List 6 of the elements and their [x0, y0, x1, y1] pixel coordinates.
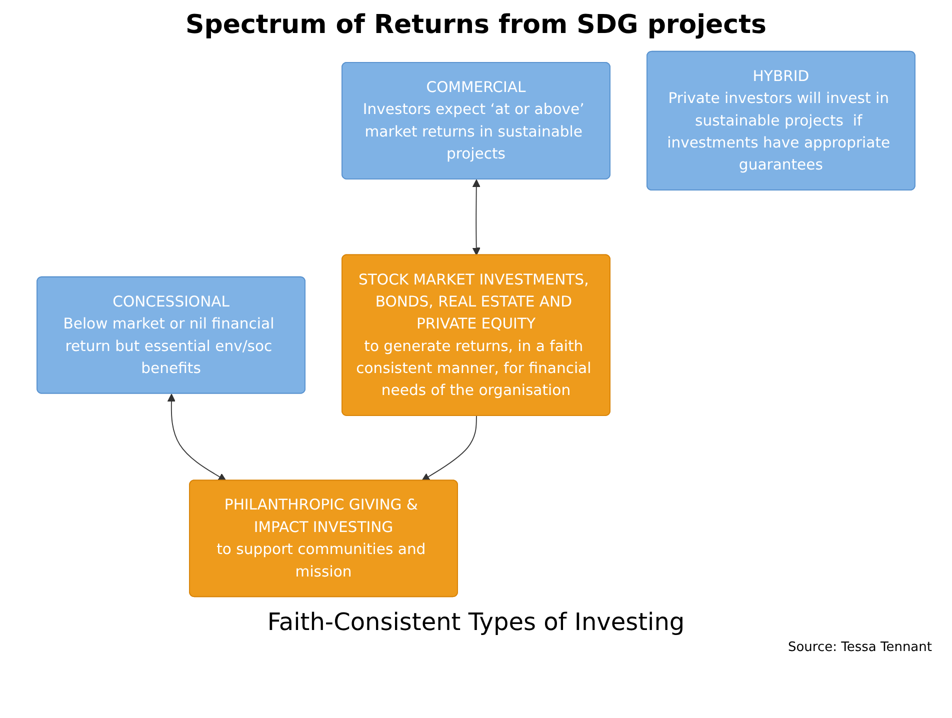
- diagram-title: Spectrum of Returns from SDG projects: [184, 10, 768, 40]
- arrow: [167, 394, 226, 481]
- arrow: [422, 415, 477, 481]
- section-heading: Faith-Consistent Types of Investing: [266, 608, 686, 636]
- source-caption: Source: Tessa Tennant: [786, 640, 932, 655]
- arrow: [472, 179, 480, 256]
